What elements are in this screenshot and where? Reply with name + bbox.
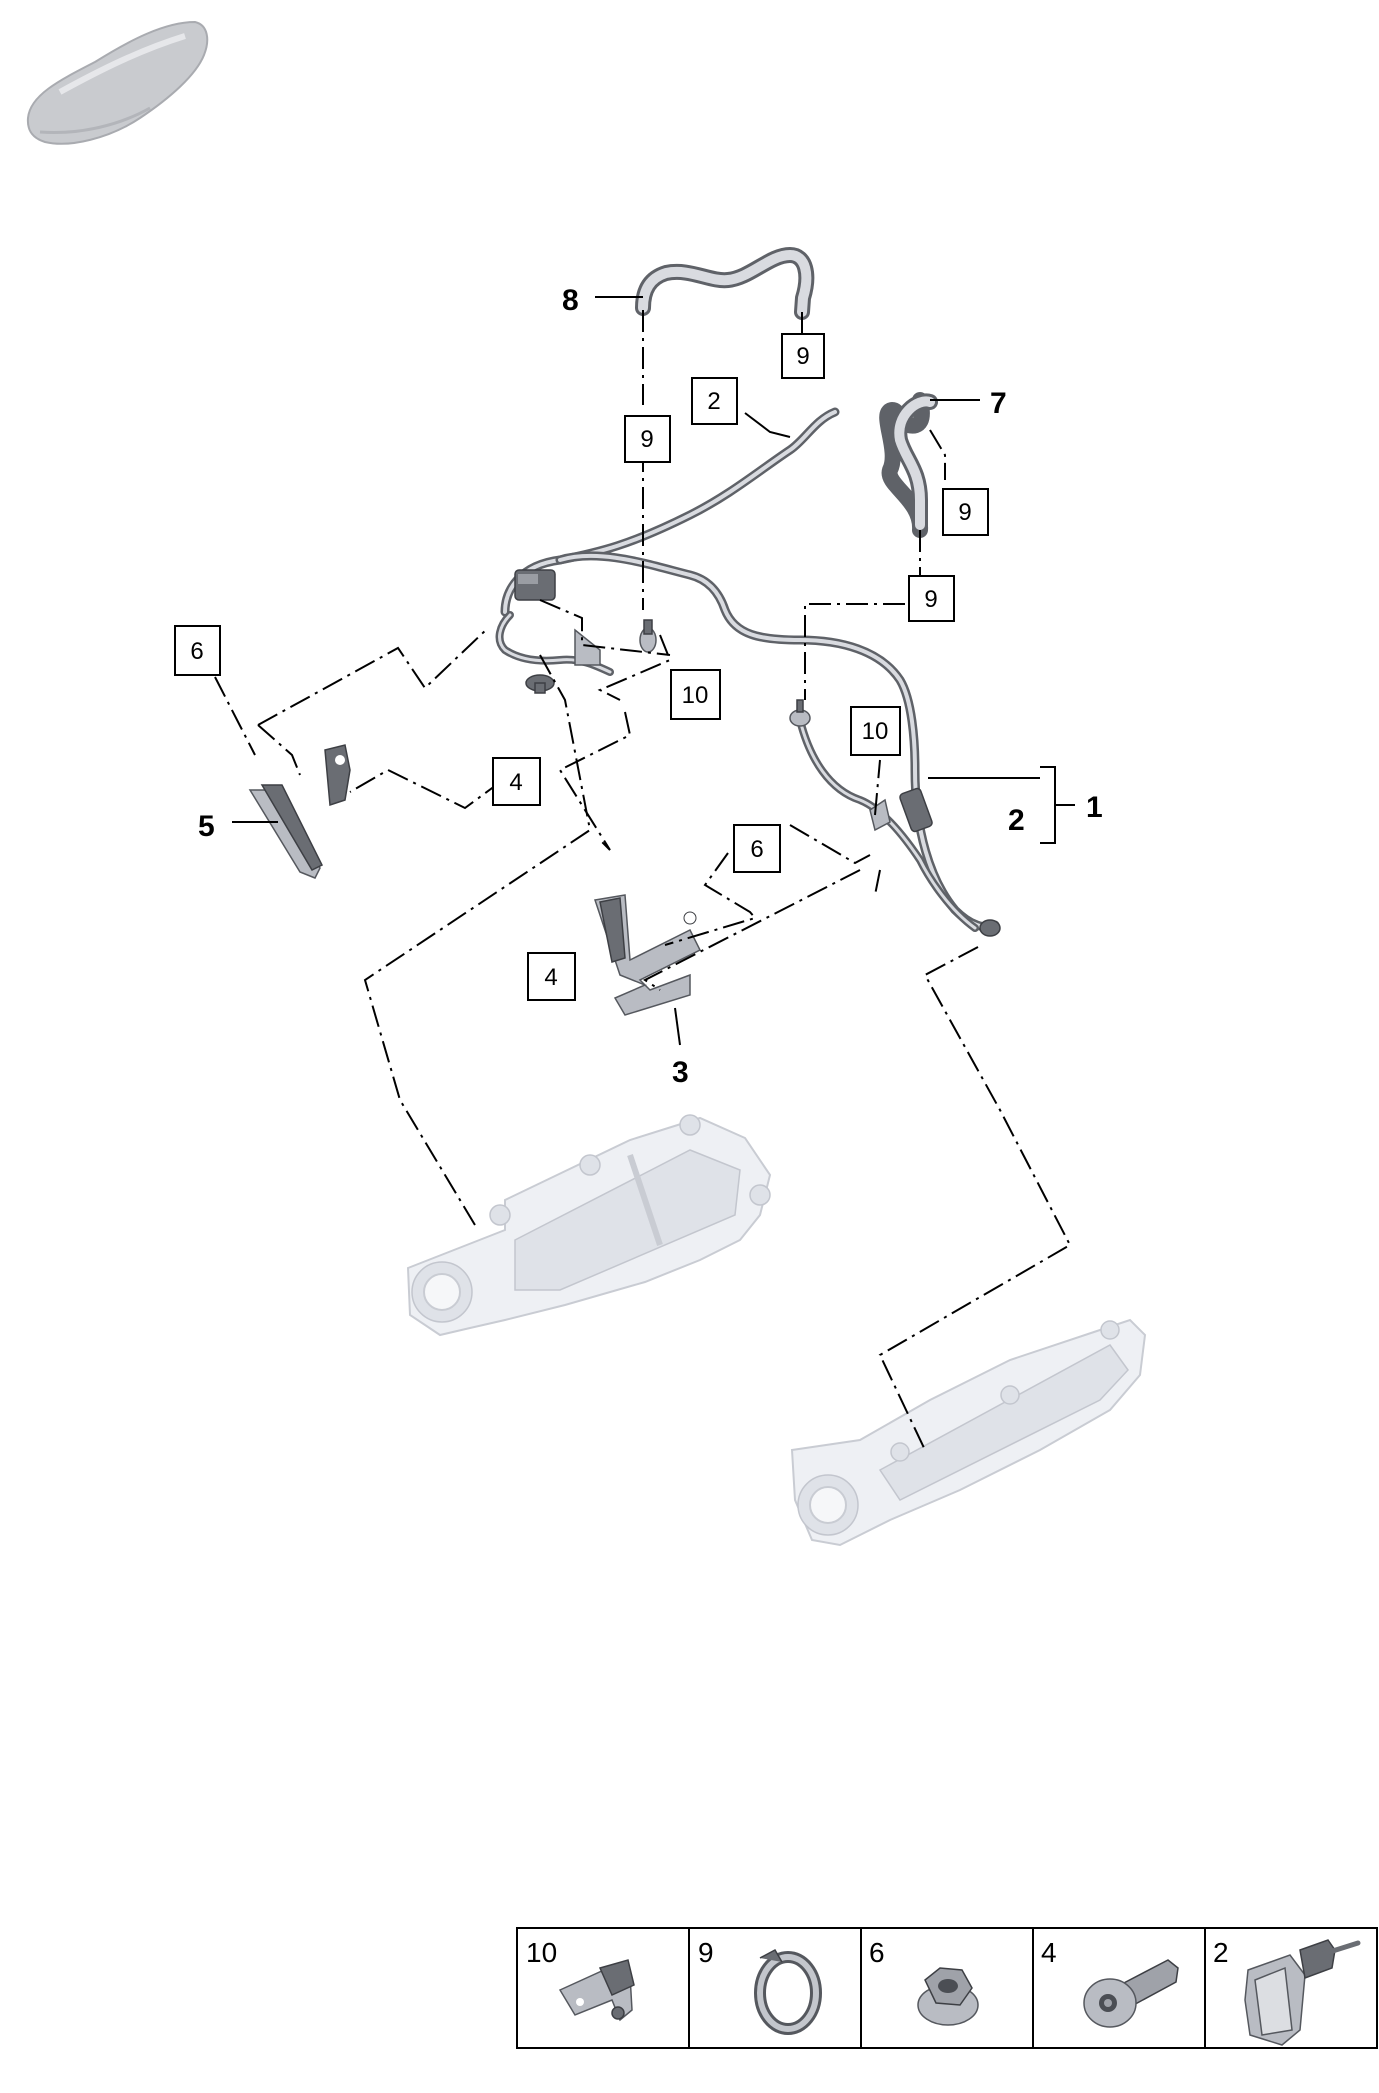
callout-2: 2 xyxy=(1008,804,1025,837)
svg-text:4: 4 xyxy=(509,769,522,796)
svg-text:10: 10 xyxy=(682,682,709,709)
callout-3: 3 xyxy=(672,1056,689,1089)
hex-flange-nut-icon xyxy=(917,1967,979,2026)
boxed-callout-10-a: 10 xyxy=(670,669,721,720)
torx-bolt-icon xyxy=(1083,1959,1179,2028)
cable-clip-icon xyxy=(1244,1939,1361,2046)
svg-text:9: 9 xyxy=(958,499,971,526)
hose-8-image xyxy=(635,247,815,320)
boxed-callout-10-b: 10 xyxy=(850,706,901,756)
svg-text:6: 6 xyxy=(750,836,763,863)
car-thumbnail-icon xyxy=(26,20,209,145)
boxed-callout-9-a: 9 xyxy=(781,333,825,379)
callout-8: 8 xyxy=(562,284,579,317)
boxed-callout-9-b: 9 xyxy=(624,415,671,463)
intake-manifold-right-image xyxy=(790,1318,1147,1547)
boxed-callout-4-a: 4 xyxy=(492,757,541,806)
boxed-callout-4-b: 4 xyxy=(527,952,576,1001)
svg-text:2: 2 xyxy=(707,388,720,415)
legend-number-2: 2 xyxy=(1213,1937,1229,1968)
leader-lines xyxy=(214,310,1072,1451)
parts-legend-table: 10 9 6 4 2 xyxy=(516,1927,1378,2049)
legend-number-9: 9 xyxy=(698,1937,714,1968)
fuel-pipe-assembly-image xyxy=(495,407,1001,937)
boxed-callout-2: 2 xyxy=(691,377,738,425)
boxed-callout-9-d: 9 xyxy=(908,575,955,622)
hose-7-image xyxy=(879,392,938,538)
solid-leaders xyxy=(232,296,1075,1046)
intake-manifold-left-image xyxy=(406,1114,772,1337)
legend-number-6: 6 xyxy=(869,1937,885,1968)
boxed-callout-6-a: 6 xyxy=(174,625,221,676)
legend-number-10: 10 xyxy=(526,1937,557,1968)
boxed-callout-6-b: 6 xyxy=(733,824,781,873)
bracket-3-image xyxy=(594,894,702,1016)
callout-7: 7 xyxy=(990,387,1007,420)
svg-text:6: 6 xyxy=(190,638,203,665)
callout-1: 1 xyxy=(1086,791,1103,824)
legend-number-4: 4 xyxy=(1041,1937,1057,1968)
hose-clamp-icon xyxy=(754,1948,822,2035)
svg-text:9: 9 xyxy=(796,343,809,370)
svg-text:4: 4 xyxy=(544,964,557,991)
boxed-callout-9-c: 9 xyxy=(942,488,989,536)
callout-5: 5 xyxy=(198,810,215,843)
pipe-bracket-clip-icon xyxy=(558,1959,635,2022)
svg-text:9: 9 xyxy=(640,426,653,453)
bracket-5-image xyxy=(248,744,351,879)
svg-text:9: 9 xyxy=(924,586,937,613)
svg-text:10: 10 xyxy=(862,718,889,745)
